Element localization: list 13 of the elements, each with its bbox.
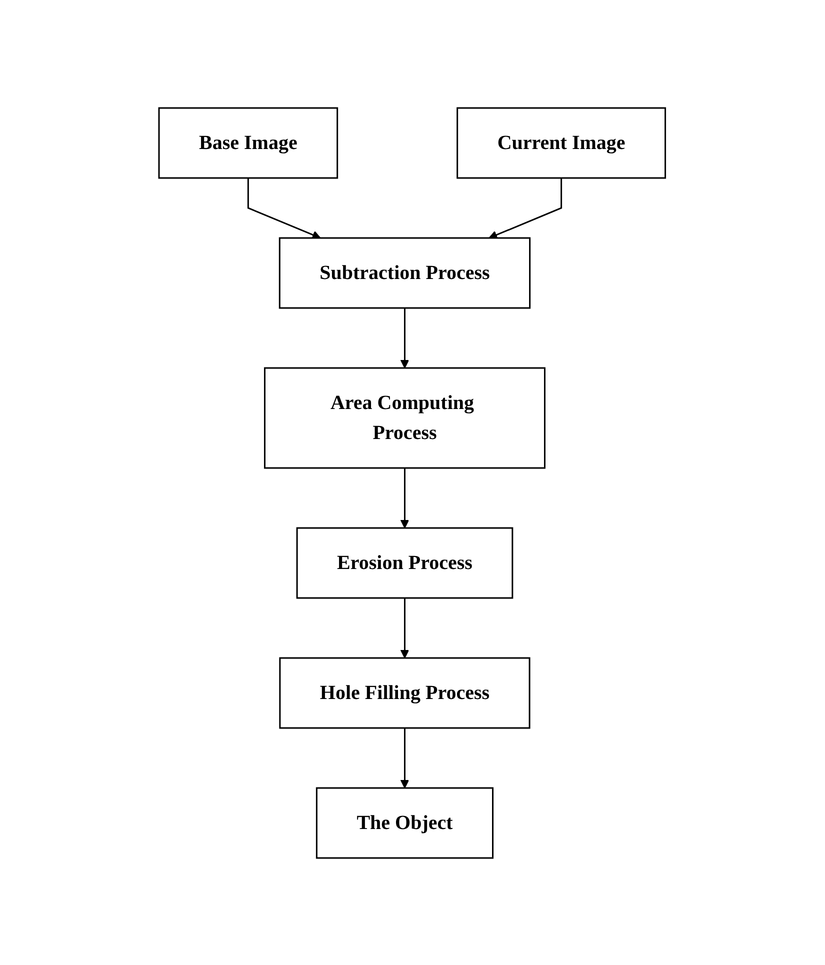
node-box: Current Image	[456, 106, 666, 178]
node-box: Area Computing Process	[264, 366, 546, 468]
arrow	[400, 598, 410, 658]
node-box: Hole Filling Process	[280, 656, 531, 728]
arrow	[400, 308, 410, 368]
node-box: The Object	[316, 786, 494, 858]
arrow	[489, 178, 562, 239]
arrow	[400, 728, 410, 788]
node-box: Erosion Process	[296, 526, 514, 598]
node-box: Base Image	[158, 106, 338, 178]
node-box: Subtraction Process	[279, 236, 531, 308]
arrow	[248, 178, 322, 239]
arrow	[400, 468, 410, 528]
